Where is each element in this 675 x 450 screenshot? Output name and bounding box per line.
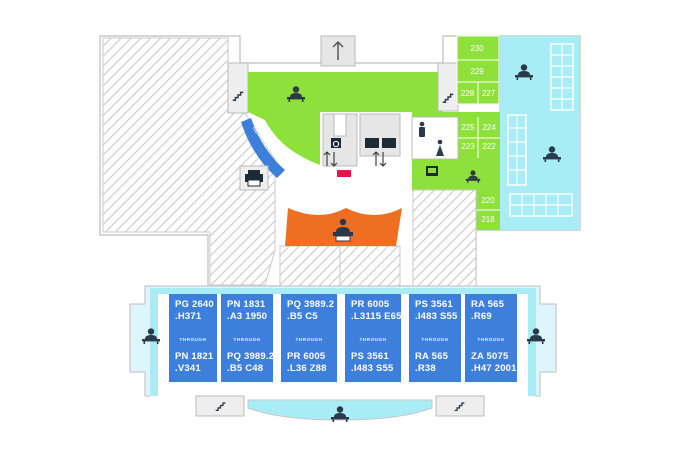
woman-icon — [436, 139, 444, 156]
service-desk-area — [285, 208, 402, 246]
printer-icon — [245, 170, 263, 187]
range-start: PN 1831.A3 1950 — [227, 299, 268, 322]
through-label: THROUGH — [421, 337, 449, 342]
range-end: PN 1821.V341 — [175, 351, 214, 374]
shelf-range-1: PG 2640.H371 THROUGH PN 1821.V341 — [169, 294, 217, 382]
left-stairwell — [227, 62, 249, 114]
range-start: PS 3561.I483 S55 — [415, 299, 458, 322]
room-225: 225 — [461, 123, 475, 132]
right-stairwell — [437, 62, 459, 112]
wheelchair-icon — [331, 138, 341, 148]
up-down-arrow-icon — [372, 151, 387, 167]
room-230: 230 — [470, 44, 484, 53]
center-stack-right — [339, 245, 401, 287]
shelf-range-3: PQ 3989.2.B5 C5 THROUGH PR 6005.L36 Z88 — [281, 294, 337, 382]
through-label: THROUGH — [233, 337, 261, 342]
room-228: 228 — [460, 89, 475, 98]
right-stack-area — [412, 189, 477, 287]
room-220: 220 — [481, 196, 495, 205]
shelf-range-6: RA 565.R69 THROUGH ZA 5075.H47 2001 — [465, 294, 517, 382]
room-222: 222 — [482, 142, 496, 151]
up-down-arrow-icon — [323, 151, 338, 167]
range-end: RA 565.R38 — [415, 351, 449, 374]
range-start: PR 6005.L3115 E65 — [351, 299, 402, 322]
range-end: PQ 3989.2.B5 C48 — [227, 351, 275, 374]
computer-icon — [426, 166, 438, 176]
up-arrow-icon — [332, 40, 344, 60]
range-end: PR 6005.L36 Z88 — [287, 351, 327, 374]
range-end: PS 3561.I483 S55 — [351, 351, 394, 374]
range-start: RA 565.R69 — [471, 299, 505, 322]
through-label: THROUGH — [179, 337, 207, 342]
elevator-right — [359, 113, 401, 157]
shelf-range-2: PN 1831.A3 1950 THROUGH PQ 3989.2.B5 C48 — [221, 294, 275, 382]
service-desk-icon — [333, 218, 353, 242]
new-books-shelf — [241, 118, 285, 178]
range-end: ZA 5075.H47 2001 — [471, 351, 517, 374]
range-start: PQ 3989.2.B5 C5 — [287, 299, 335, 322]
room-227: 227 — [481, 89, 496, 98]
through-label: THROUGH — [295, 337, 323, 342]
through-label: THROUGH — [477, 337, 505, 342]
restrooms — [411, 116, 459, 160]
center-stack-left — [279, 245, 341, 287]
room-229: 229 — [470, 67, 484, 76]
through-label: THROUGH — [359, 337, 387, 342]
red-marker — [337, 170, 351, 177]
room-223: 223 — [461, 142, 475, 151]
shelf-range-4: PR 6005.L3115 E65 THROUGH PS 3561.I483 S… — [345, 294, 401, 382]
shelf-range-5: PS 3561.I483 S55 THROUGH RA 565.R38 — [409, 294, 461, 382]
man-icon — [419, 121, 425, 137]
room-224: 224 — [482, 123, 496, 132]
room-218: 218 — [481, 215, 495, 224]
range-start: PG 2640.H371 — [175, 299, 214, 322]
